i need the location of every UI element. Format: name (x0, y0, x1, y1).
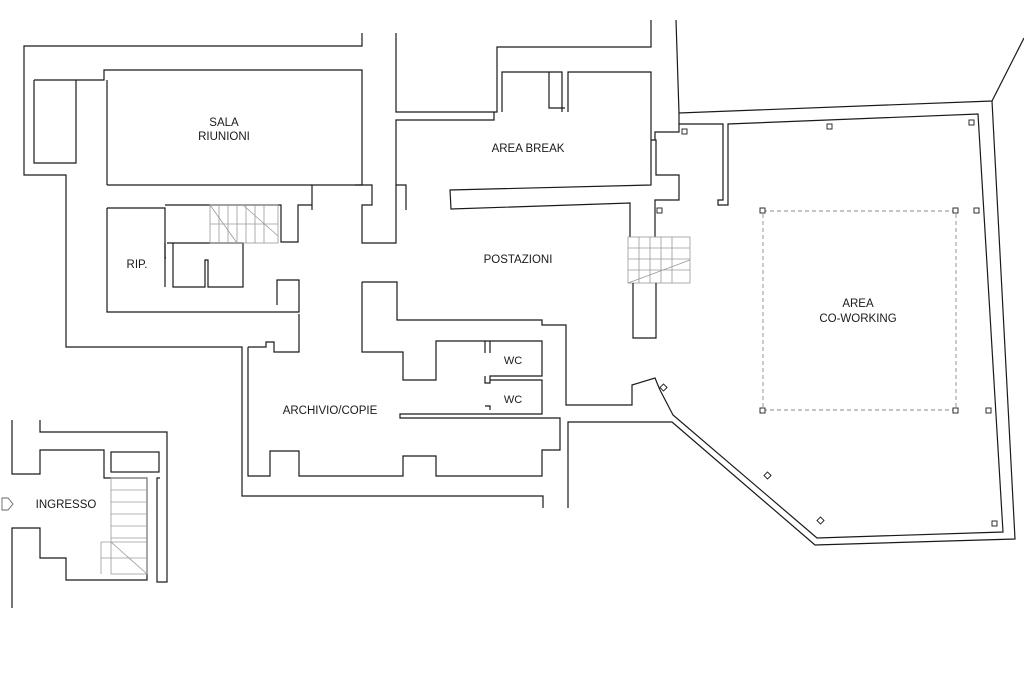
wc-walls (361, 281, 661, 422)
room-labels: SALA RIUNIONI RIP. AREA BREAK POSTAZIONI… (36, 117, 897, 511)
label-wc-2: WC (504, 394, 522, 406)
outer-walls (23, 19, 1024, 546)
label-area-break: AREA BREAK (492, 143, 565, 155)
label-sala-riunioni-line1: SALA (209, 117, 239, 129)
label-archivio: ARCHIVIO/COPIE (283, 405, 378, 417)
label-coworking-line2: CO-WORKING (819, 313, 896, 325)
stair-upper (209, 204, 279, 244)
entrance-arrow-icon (1, 497, 14, 511)
label-ingresso: INGRESSO (36, 499, 97, 511)
archivio-walls (247, 314, 561, 477)
stair-ingresso (100, 477, 148, 575)
sala-riunioni-walls (33, 69, 363, 210)
central-walls (355, 71, 680, 244)
label-coworking-line1: AREA (842, 298, 874, 310)
pillar-right (632, 283, 657, 339)
label-ripostiglio: RIP. (127, 259, 148, 271)
coworking-area-outline (762, 210, 957, 411)
label-sala-riunioni-line2: RIUNIONI (198, 131, 250, 143)
stair-right (627, 236, 691, 284)
label-wc-1: WC (504, 355, 522, 367)
label-postazioni: POSTAZIONI (484, 254, 553, 266)
column-markers (656, 119, 998, 527)
